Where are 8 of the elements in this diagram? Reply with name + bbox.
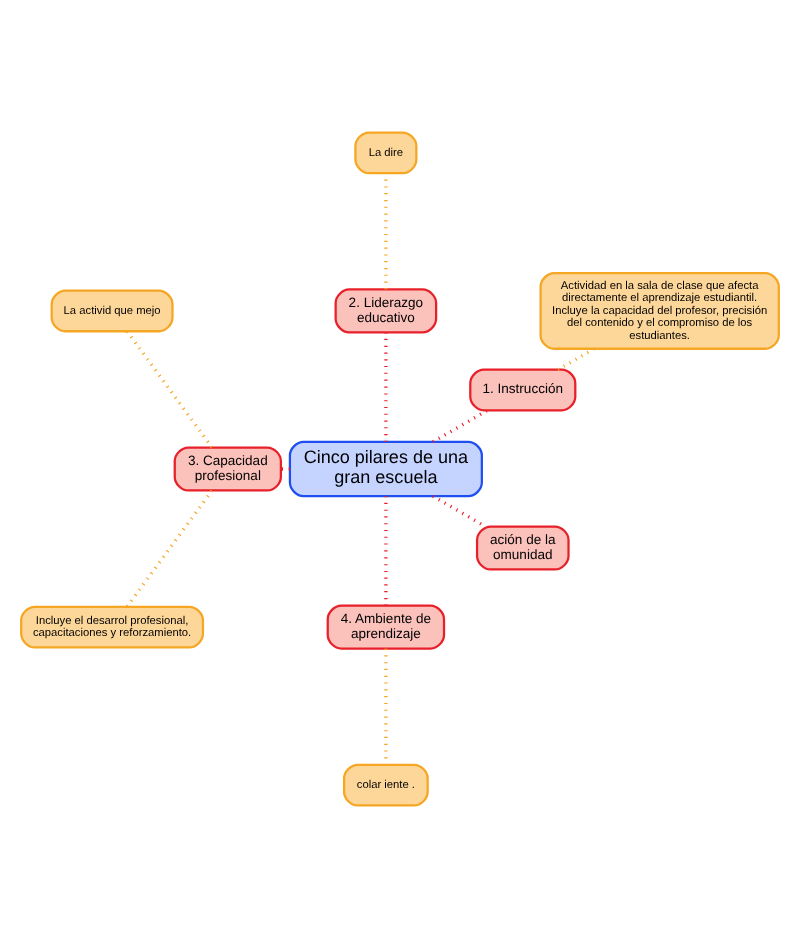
connector xyxy=(384,495,388,605)
connector xyxy=(432,408,489,443)
connector xyxy=(432,493,487,527)
connector xyxy=(557,346,595,371)
node-box: Cinco pilares de una gran escuela xyxy=(288,439,483,497)
connector xyxy=(125,329,214,448)
connector xyxy=(125,488,214,607)
connector xyxy=(384,647,388,764)
